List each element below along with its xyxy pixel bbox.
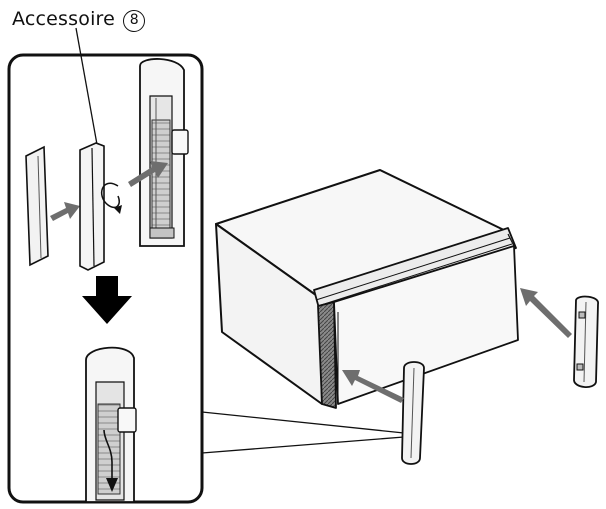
- callout-pointer: [201, 411, 405, 454]
- loose-trim-strip: [25, 145, 49, 267]
- trim-plate-front: [401, 361, 425, 465]
- rotate-arrow: [100, 182, 120, 209]
- accessory-label: Accessoire: [12, 8, 116, 30]
- arrow-insert-gray: [50, 202, 80, 221]
- unit-side-panel-assembled: [85, 346, 137, 503]
- arrow-slot-gray: [128, 161, 168, 187]
- arrow-trim-rear: [520, 288, 572, 338]
- accessory-number-badge: 8: [123, 10, 146, 32]
- arrow-trim-front: [342, 370, 404, 403]
- caption-leader-line: [75, 27, 99, 151]
- accessory-caption: Accessoire 8: [12, 8, 146, 32]
- main-unit-front-frame: [313, 227, 519, 409]
- accessory-bracket: [79, 142, 105, 271]
- trim-plate-rear: [573, 295, 599, 388]
- arrow-down-black: [82, 276, 132, 324]
- unit-side-panel: [139, 58, 189, 247]
